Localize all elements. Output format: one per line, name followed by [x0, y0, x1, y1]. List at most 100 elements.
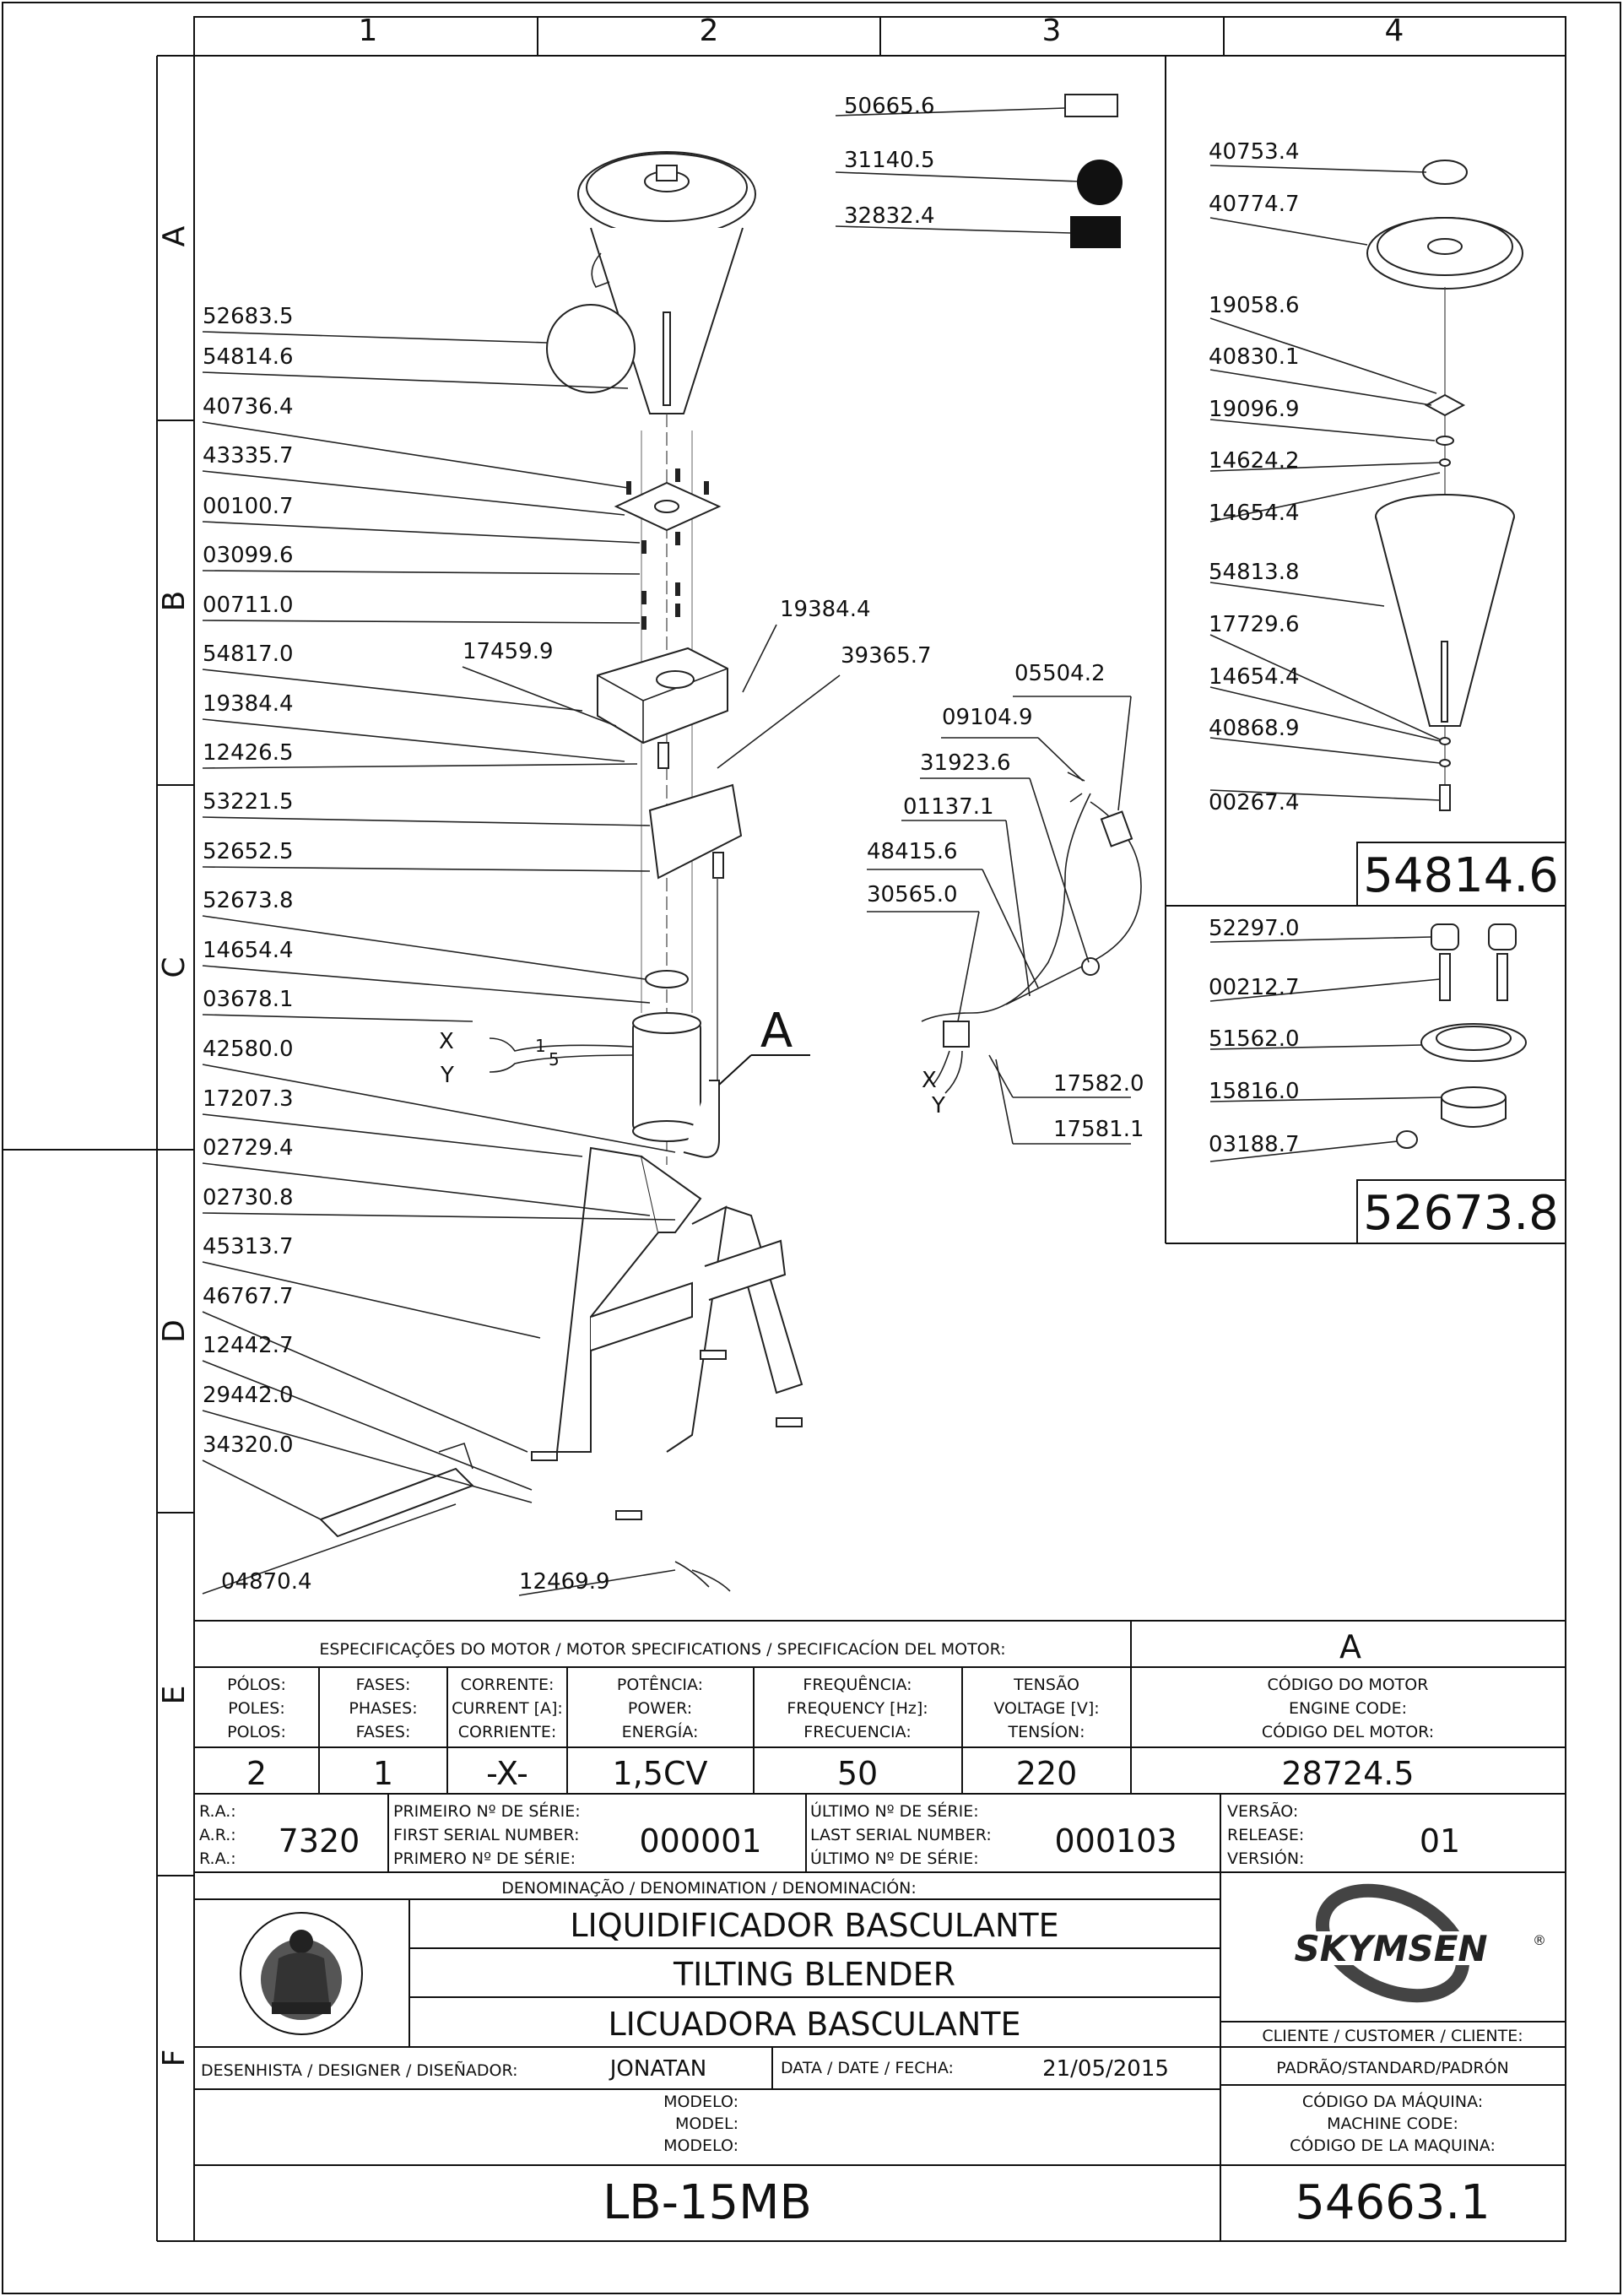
spec-header: FASES: [356, 1676, 411, 1694]
part-label: 30565.0 [867, 882, 958, 907]
grid-row-d: D [157, 1319, 192, 1343]
part-label: 31923.6 [920, 750, 1011, 776]
part-labels-left: 52683.5 54814.6 40736.4 43335.7 00100.7 … [203, 94, 935, 1595]
leader-lines-left [202, 107, 1081, 1596]
part-label: 14654.4 [1209, 501, 1300, 526]
spec-header: ENERGÍA: [622, 1722, 699, 1741]
grid-row-a: A [157, 225, 192, 246]
date-value: 21/05/2015 [1042, 2056, 1169, 2082]
assembly-code-lid: 54814.6 [1363, 848, 1559, 903]
part-label: 19096.9 [1209, 397, 1300, 422]
part-label: 39365.7 [841, 643, 932, 669]
part-label: 12469.9 [519, 1569, 610, 1595]
spec-header: VOLTAGE [V]: [993, 1699, 1099, 1718]
part-label: 45313.7 [203, 1234, 294, 1259]
spec-value: -X- [486, 1755, 528, 1792]
designer-label: DESENHISTA / DESIGNER / DISEÑADOR: [201, 2060, 518, 2080]
part-label: 52673.8 [203, 888, 294, 913]
spec-header: CÓDIGO DEL MOTOR: [1262, 1721, 1434, 1741]
black-knob [1077, 160, 1123, 205]
wiring-harness: X Y 05504.2 09104.9 31923.6 01137.1 4841… [867, 661, 1144, 1145]
authorized-service-seal [240, 1912, 363, 2035]
part-label: 15816.0 [1209, 1079, 1300, 1104]
spec-header: CORRENTE: [461, 1676, 555, 1694]
part-label: 52652.5 [203, 839, 294, 864]
part-label: 19058.6 [1209, 293, 1300, 318]
first-serial-label: FIRST SERIAL NUMBER: [393, 1826, 580, 1844]
part-label: 00267.4 [1209, 790, 1300, 815]
part-label: 40736.4 [203, 394, 294, 420]
part-label: 14624.2 [1209, 448, 1300, 474]
part-label: 02729.4 [203, 1135, 294, 1161]
part-label: 54814.6 [203, 344, 294, 370]
part-label: 04870.4 [221, 1569, 312, 1595]
machine-code-label: CÓDIGO DA MÁQUINA: [1302, 2091, 1483, 2111]
assembly-code-base: 52673.8 [1363, 1186, 1559, 1241]
last-serial-label: ÚLTIMO Nº DE SÉRIE: [810, 1848, 979, 1868]
part-label: 40868.9 [1209, 716, 1300, 741]
last-serial-value: 000103 [1054, 1822, 1177, 1860]
machine-code-label: MACHINE CODE: [1327, 2115, 1458, 2133]
label-sticker [546, 304, 636, 393]
spec-header: CURRENT [A]: [452, 1699, 563, 1718]
part-label: 42580.0 [203, 1037, 294, 1062]
part-label: 17582.0 [1053, 1071, 1144, 1097]
title-block: DENOMINAÇÃO / DENOMINATION / DENOMINACIÓ… [194, 1872, 1566, 2241]
ar-label: A.R.: [199, 1826, 236, 1844]
part-label: 50665.6 [844, 94, 935, 119]
spec-header: TENSÃO [1013, 1675, 1079, 1694]
last-serial-label: ÚLTIMO Nº DE SÉRIE: [810, 1801, 979, 1821]
spec-value: 50 [837, 1755, 878, 1792]
brand-mark: ® [1533, 1932, 1546, 1948]
part-label: 17581.1 [1053, 1117, 1144, 1142]
part-label: 12442.7 [203, 1333, 294, 1358]
part-label: 40753.4 [1209, 139, 1300, 165]
first-serial-label: PRIMEIRO Nº DE SÉRIE: [393, 1801, 581, 1821]
part-label: 48415.6 [867, 839, 958, 864]
detail-lid-assembly: 40753.4 40774.7 19058.6 40830.1 19096.9 … [1209, 139, 1523, 815]
spec-header: FREQUÊNCIA: [803, 1675, 912, 1694]
denomination-es: LICUADORA BASCULANTE [608, 2006, 1020, 2043]
spec-value: 1,5CV [613, 1755, 708, 1792]
motor-spec-section: A [1339, 1628, 1361, 1665]
part-label: 32832.4 [844, 203, 935, 229]
part-label: 17729.6 [1209, 612, 1300, 637]
spec-header: FASES: [356, 1723, 411, 1741]
part-label: 01137.1 [903, 794, 994, 820]
part-label: 31140.5 [844, 148, 935, 173]
first-serial-label: PRIMERO Nº DE SÉRIE: [393, 1849, 576, 1868]
model-value: LB-15MB [603, 2175, 812, 2230]
spec-header: CORRIENTE: [458, 1723, 556, 1741]
version-label: VERSÃO: [1227, 1801, 1298, 1821]
customer-value: PADRÃO/STANDARD/PADRÓN [1276, 2057, 1509, 2077]
part-label: 14654.4 [203, 938, 294, 963]
spec-header: FREQUENCY [Hz]: [787, 1699, 928, 1718]
part-label: 17459.9 [463, 639, 554, 664]
wire-label-1: 1 [535, 1036, 546, 1056]
part-label: 54813.8 [1209, 560, 1300, 585]
part-label: 19384.4 [780, 597, 871, 622]
spec-header: CÓDIGO DO MOTOR [1268, 1674, 1429, 1694]
ra-value: 7320 [279, 1822, 360, 1860]
part-label: 40774.7 [1209, 192, 1300, 217]
machine-code-label: CÓDIGO DE LA MAQUINA: [1290, 2135, 1496, 2155]
part-label: 34320.0 [203, 1432, 294, 1458]
spec-header: ENGINE CODE: [1289, 1699, 1407, 1718]
spec-value: 220 [1016, 1755, 1078, 1792]
wire-label-5: 5 [549, 1049, 560, 1069]
version-label: VERSIÓN: [1227, 1848, 1304, 1868]
part-label: 05504.2 [1014, 661, 1106, 686]
part-label: 54817.0 [203, 642, 294, 667]
part-label: 17207.3 [203, 1086, 294, 1112]
spec-header: POWER: [628, 1699, 692, 1718]
warning-sticker [1064, 94, 1118, 117]
motor-spec-table: ESPECIFICAÇÕES DO MOTOR / MOTOR SPECIFIC… [194, 1620, 1566, 1795]
part-label: 00212.7 [1209, 975, 1300, 1000]
part-label: 02730.8 [203, 1185, 294, 1210]
part-label: 03099.6 [203, 543, 294, 568]
spec-header: POLES: [228, 1699, 284, 1718]
exploded-view-main: 1 5 X Y A [319, 151, 810, 1592]
part-label: 29442.0 [203, 1383, 294, 1408]
ra-label: R.A.: [199, 1802, 236, 1821]
